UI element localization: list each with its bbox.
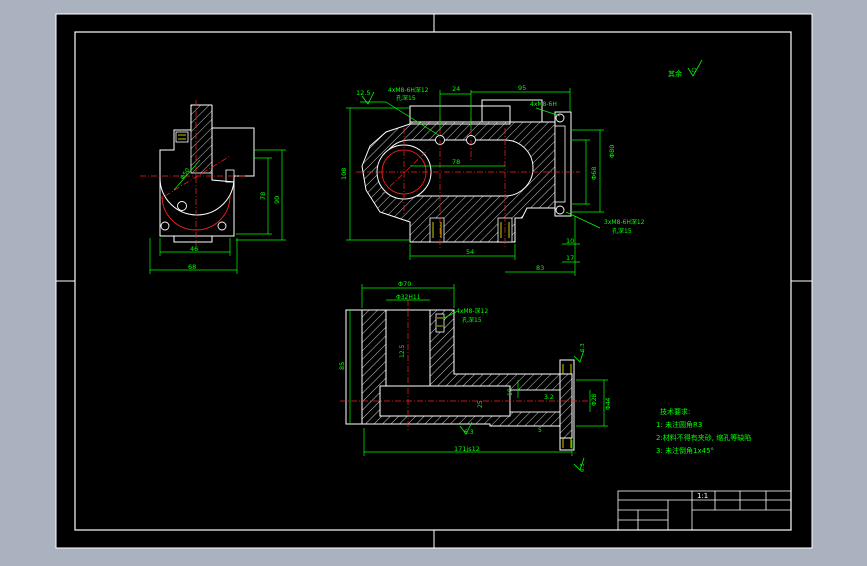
section-roughness-left-icon: [459, 421, 473, 435]
section-dim-length: 171js12: [454, 445, 480, 453]
section-dim-28: Φ28: [591, 393, 598, 406]
roughness-circle-icon: [691, 67, 697, 73]
front-dim-95: 95: [518, 84, 526, 92]
section-dimension-lines: [349, 284, 608, 456]
section-top-thread: [435, 313, 445, 333]
side-hatch-top: [190, 104, 213, 174]
front-dim-68: Φ68: [590, 167, 598, 180]
section-dim-bore: Φ32H11: [396, 294, 421, 301]
section-center-lines: [340, 300, 590, 430]
section-dim-12-5: 12.5: [399, 344, 406, 358]
section-roughness-right-top-icon: [573, 349, 585, 363]
front-top-flange: [409, 105, 511, 125]
front-dim-54: 54: [466, 248, 474, 256]
paper-sheet: [55, 13, 813, 549]
front-dim-low-hole-2: 孔深15: [612, 227, 632, 235]
front-dim-hole-spec-1: 4xM8-6H深12: [388, 86, 429, 94]
section-dim-thread-2: 孔深15: [462, 316, 482, 324]
front-dim-108: 108: [340, 168, 348, 180]
side-hole-left: [177, 201, 187, 211]
front-right-boss-inner: [554, 125, 566, 203]
side-thread-hole: [175, 131, 189, 143]
section-dim-3-2: 3.2: [544, 394, 554, 401]
title-block: [617, 490, 792, 531]
side-dim-width-outer: 68: [188, 263, 196, 271]
side-thread-mark: [178, 134, 186, 140]
front-dim-24: 24: [452, 85, 460, 93]
notes-line-1: 1: 未注圆角R3: [656, 420, 702, 429]
section-dim-44: Φ44: [605, 397, 612, 410]
side-hole-right: [217, 221, 227, 231]
technical-notes: 技术要求: 1: 未注圆角R3 2:材料不得有夹砂, 缩孔等缺陷 3: 未注倒角…: [656, 407, 751, 455]
side-dim-height-outer: 90: [273, 196, 281, 204]
front-center-lines: [356, 118, 580, 248]
section-dim-10: 10: [507, 388, 514, 396]
section-dim-rough-r-top: 6.3: [580, 343, 586, 352]
front-dimension-lines: [346, 88, 604, 276]
front-roughness-icon: [361, 91, 375, 105]
side-dim-width-inner: 46: [190, 245, 198, 253]
section-top-thread-mark: [437, 317, 443, 327]
side-view: Φ50 46 68 78 90: [140, 100, 286, 274]
section-right-threads: [562, 364, 572, 448]
side-hole-mid: [160, 221, 170, 231]
front-dim-83: 83: [536, 264, 544, 272]
centering-marks: [56, 14, 812, 548]
front-dim-10: 10: [566, 237, 574, 245]
front-dim-low-hole-1: 3xM8-6H深12: [604, 218, 645, 226]
side-dimension-lines: [149, 149, 286, 274]
roughness-symbol-icon: [687, 59, 703, 77]
front-dim-78: 78: [452, 158, 460, 166]
front-view: 12.5 4xM8-6H深12 孔深15 24 95 4xM8-6H 108 7…: [340, 84, 645, 276]
front-top-bar: [481, 99, 543, 123]
section-dim-5: 5: [538, 427, 542, 434]
front-right-hole-bottom: [555, 205, 565, 215]
scale-label: 1:1: [697, 492, 708, 500]
side-center-lines: [140, 100, 246, 246]
notes-title: 技术要求:: [660, 407, 690, 416]
section-roughness-right-bottom-icon: [573, 457, 585, 471]
section-right-flange: [559, 359, 575, 451]
section-dim-rough-r-bottom: 6.3: [580, 463, 586, 472]
side-dim-height-inner: 78: [259, 192, 267, 200]
notes-line-2: 2:材料不得有夹砂, 缩孔等缺陷: [656, 433, 751, 442]
section-left-plate: [345, 309, 363, 425]
front-bottom-threads: [432, 222, 510, 238]
front-dim-17: 17: [566, 254, 574, 262]
front-bottom-slot-left: [429, 217, 445, 243]
front-dim-roughness: 12.5: [356, 89, 370, 97]
section-dim-70: Φ70: [398, 280, 411, 288]
front-right-hole-top: [555, 113, 565, 123]
front-dim-80: Φ80: [608, 145, 616, 158]
section-dim-thread-1: 4xM8-深12: [456, 307, 488, 315]
section-view: Φ70 Φ32H11 4xM8-深12 孔深15 12.5 85 25 10 3…: [338, 280, 612, 472]
section-dim-85: 85: [338, 362, 346, 370]
section-dim-25: 25: [477, 400, 484, 408]
roughness-note: 其余: [668, 69, 682, 78]
front-dim-hole-spec-2: 孔深15: [396, 94, 416, 102]
section-dim-rough-left: 6.3: [464, 429, 474, 436]
notes-line-3: 3: 未注倒角1x45°: [656, 446, 714, 455]
front-dim-right-thread: 4xM8-6H: [530, 101, 557, 108]
